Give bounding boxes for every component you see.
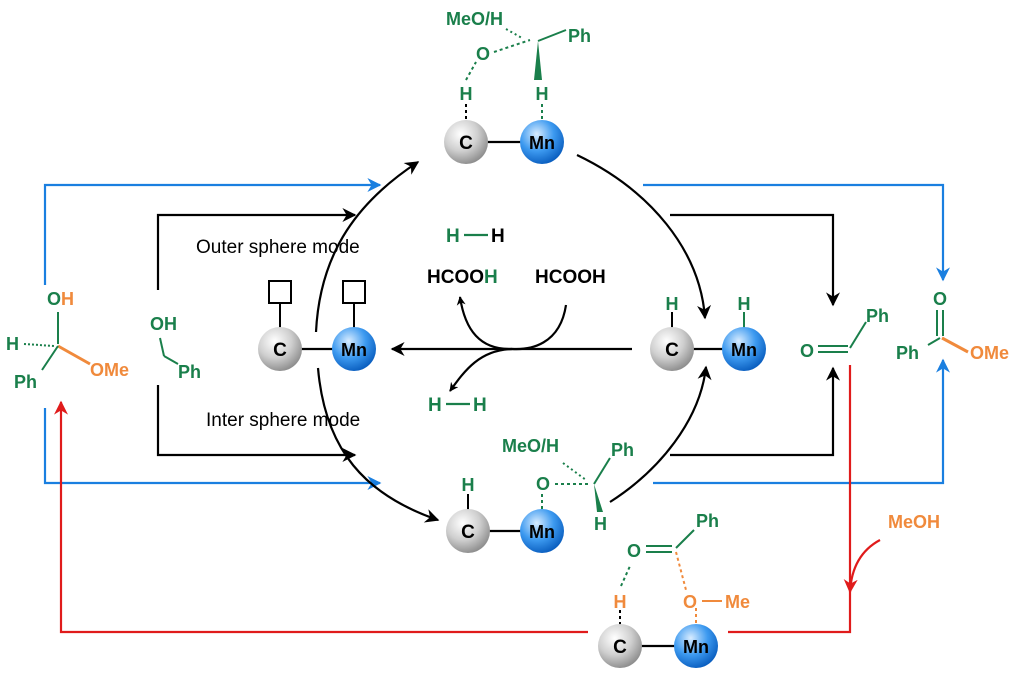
svg-text:MeO/H: MeO/H bbox=[446, 9, 503, 29]
blue-route bbox=[43, 178, 950, 490]
hcooh-right: HCOOH bbox=[535, 267, 606, 288]
svg-text:OMe: OMe bbox=[90, 360, 129, 380]
svg-text:H: H bbox=[6, 334, 19, 354]
svg-text:C: C bbox=[461, 522, 475, 543]
cycle-arcs bbox=[314, 154, 712, 523]
hcooh-left: HCOOH bbox=[427, 267, 498, 288]
carbon-sphere bbox=[446, 509, 490, 553]
inter-sphere-label: Inter sphere mode bbox=[206, 410, 360, 431]
black-feeds bbox=[156, 208, 840, 462]
red-line-back bbox=[54, 400, 588, 634]
blue-line-top-right bbox=[643, 183, 950, 282]
hemiacetal-molecule: OH H OMe Ph bbox=[6, 289, 129, 392]
h2-bottom: H H bbox=[428, 395, 487, 416]
catalyst-top: C Mn H H O MeO/H Ph bbox=[444, 9, 591, 164]
svg-text:OMe: OMe bbox=[970, 343, 1009, 363]
arc-left-lower bbox=[316, 367, 440, 523]
svg-text:Ph: Ph bbox=[178, 362, 201, 382]
carbon-sphere bbox=[598, 624, 642, 668]
svg-text:Me: Me bbox=[725, 592, 750, 612]
red-methanol-attack-arrow bbox=[843, 539, 881, 594]
svg-text:O: O bbox=[933, 289, 947, 309]
svg-text:O: O bbox=[683, 592, 697, 612]
svg-text:C: C bbox=[273, 340, 287, 361]
vacant-site-mn bbox=[342, 280, 366, 304]
feed-upper-left bbox=[156, 208, 357, 290]
svg-text:O: O bbox=[800, 341, 814, 361]
carbon-sphere bbox=[650, 327, 694, 371]
svg-text:H: H bbox=[462, 475, 475, 495]
svg-text:C: C bbox=[613, 637, 627, 658]
benzaldehyde-molecule: O Ph bbox=[800, 306, 889, 361]
svg-text:H: H bbox=[536, 84, 549, 104]
blue-line-bottom-left bbox=[43, 408, 382, 490]
arc-left-upper bbox=[314, 161, 420, 333]
svg-text:O: O bbox=[627, 541, 641, 561]
manganese-sphere bbox=[332, 327, 376, 371]
arc-top-right bbox=[576, 154, 712, 320]
svg-text:OH: OH bbox=[150, 314, 177, 334]
svg-text:Ph: Ph bbox=[866, 306, 889, 326]
svg-text:Mn: Mn bbox=[731, 340, 757, 360]
svg-text:H: H bbox=[666, 294, 679, 314]
carbon-sphere bbox=[258, 327, 302, 371]
blue-line-bottom-right bbox=[653, 358, 950, 485]
catalyst-right: C Mn H H bbox=[650, 294, 766, 371]
carbon-sphere bbox=[444, 120, 488, 164]
svg-text:C: C bbox=[665, 340, 679, 361]
h2-bottom-h1: H bbox=[428, 395, 442, 416]
center-h2-out bbox=[449, 347, 513, 392]
svg-text:H: H bbox=[460, 84, 473, 104]
svg-text:H: H bbox=[594, 514, 607, 534]
ester-molecule: O Ph OMe bbox=[896, 289, 1009, 363]
svg-text:Mn: Mn bbox=[683, 637, 709, 657]
catalyst-ester-ts: C Mn H O Ph O Me bbox=[598, 511, 750, 668]
benzyl-alcohol-molecule: OH Ph bbox=[150, 314, 201, 382]
svg-text:Ph: Ph bbox=[14, 372, 37, 392]
red-line-down bbox=[728, 365, 852, 634]
manganese-sphere bbox=[520, 120, 564, 164]
h2-top-h2: H bbox=[491, 226, 505, 247]
manganese-sphere bbox=[674, 624, 718, 668]
svg-text:H: H bbox=[738, 294, 751, 314]
catalyst-left: C Mn bbox=[258, 280, 376, 371]
svg-text:Mn: Mn bbox=[341, 340, 367, 360]
svg-text:O: O bbox=[536, 474, 550, 494]
h2-bottom-h2: H bbox=[473, 395, 487, 416]
center-hcooh-out bbox=[456, 296, 513, 351]
svg-text:C: C bbox=[459, 133, 473, 154]
svg-text:Mn: Mn bbox=[529, 522, 555, 542]
red-route bbox=[54, 365, 881, 634]
svg-text:Ph: Ph bbox=[696, 511, 719, 531]
h2-top-h1: H bbox=[446, 226, 460, 247]
outer-sphere-label: Outer sphere mode bbox=[196, 237, 360, 258]
svg-text:Ph: Ph bbox=[896, 343, 919, 363]
catalyst-bottom: C Mn H O MeO/H Ph H bbox=[446, 436, 634, 553]
arc-bottom-right bbox=[609, 365, 712, 503]
feed-lower-right bbox=[670, 366, 840, 457]
feed-upper-right bbox=[670, 213, 840, 307]
vacant-site-c bbox=[268, 280, 292, 304]
svg-text:H: H bbox=[614, 592, 627, 612]
feed-lower-left bbox=[156, 385, 357, 462]
svg-text:MeO/H: MeO/H bbox=[502, 436, 559, 456]
h2-top: H H bbox=[446, 226, 505, 247]
manganese-sphere bbox=[722, 327, 766, 371]
svg-text:OH: OH bbox=[47, 289, 74, 309]
svg-text:Ph: Ph bbox=[611, 440, 634, 460]
manganese-sphere bbox=[520, 509, 564, 553]
blue-line-top-left bbox=[43, 178, 382, 285]
center-hcooh-in bbox=[511, 304, 568, 351]
svg-text:HCOOH: HCOOH bbox=[427, 267, 498, 288]
svg-text:Ph: Ph bbox=[568, 26, 591, 46]
methanol-label: MeOH bbox=[888, 512, 940, 532]
svg-text:Mn: Mn bbox=[529, 133, 555, 153]
svg-text:O: O bbox=[476, 44, 490, 64]
